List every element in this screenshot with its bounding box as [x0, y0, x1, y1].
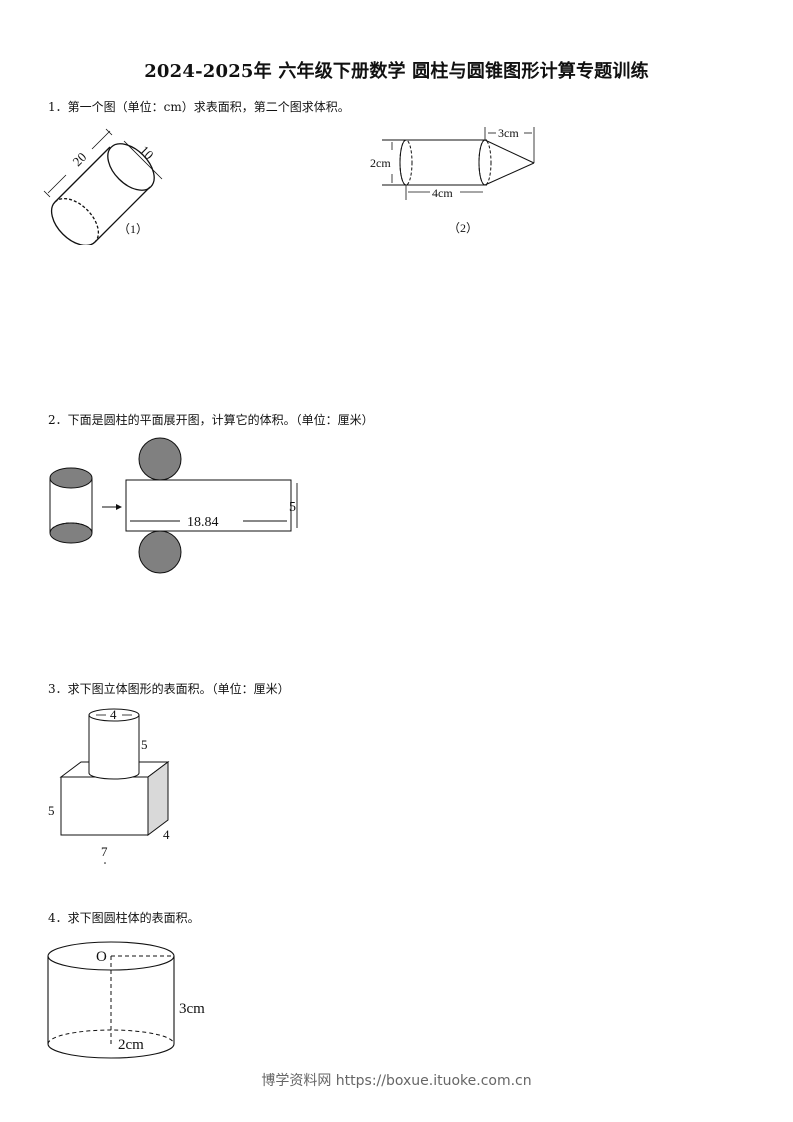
label-cylinder-height: 5 [141, 737, 148, 752]
figure-4-cylinder: O 3cm 2cm [45, 938, 225, 1068]
question-number: 3． [48, 682, 68, 696]
page-title: 2024-2025年 六年级下册数学 圆柱与圆锥图形计算专题训练 [144, 61, 649, 82]
label-radius: 2cm [118, 1037, 144, 1053]
label-cone-length: 3cm [498, 126, 519, 140]
label-height: 5 [289, 500, 296, 515]
figure-1-2-cylinder-cone: 3cm 2cm 4cm （2） [362, 122, 552, 237]
question-4: 4．求下图圆柱体的表面积。 [48, 909, 200, 926]
question-text: 求下图圆柱体的表面积。 [67, 911, 200, 925]
figure-3-composite-solid: 4 5 5 4 7 [44, 703, 184, 868]
label-cylinder-diameter: 4 [110, 707, 117, 722]
question-text: 下面是圆柱的平面展开图，计算它的体积。（单位：厘米） [67, 413, 374, 427]
footer-watermark: 博学资料网 https://boxue.ituoke.com.cn [261, 1073, 532, 1089]
label-box-depth: 4 [163, 827, 170, 842]
label-diameter: 2cm [370, 156, 391, 170]
figure-caption: （2） [448, 221, 478, 235]
figure-1-1-tilted-cylinder: 20 10 （1） [40, 125, 180, 245]
question-number: 1． [48, 100, 68, 114]
label-box-height: 5 [48, 803, 55, 818]
question-number: 4． [48, 911, 68, 925]
label-height: 3cm [179, 1001, 205, 1017]
question-2: 2．下面是圆柱的平面展开图，计算它的体积。（单位：厘米） [48, 411, 374, 428]
label-box-length: 7 [101, 844, 108, 859]
question-1: 1．第一个图（单位：cm）求表面积，第二个图求体积。 [48, 98, 350, 115]
label-diameter: 10 [137, 143, 157, 163]
question-text: 第一个图（单位：cm）求表面积，第二个图求体积。 [67, 100, 350, 114]
label-cylinder-length: 4cm [432, 186, 453, 200]
question-text: 求下图立体图形的表面积。（单位：厘米） [67, 682, 290, 696]
figure-2-cylinder-net: 18.84 5 [45, 437, 315, 577]
label-width: 18.84 [187, 515, 219, 530]
question-number: 2． [48, 413, 68, 427]
figure-caption: （1） [118, 222, 148, 236]
question-3: 3．求下图立体图形的表面积。（单位：厘米） [48, 680, 290, 697]
label-length: 20 [70, 149, 90, 169]
label-center: O [96, 949, 107, 965]
